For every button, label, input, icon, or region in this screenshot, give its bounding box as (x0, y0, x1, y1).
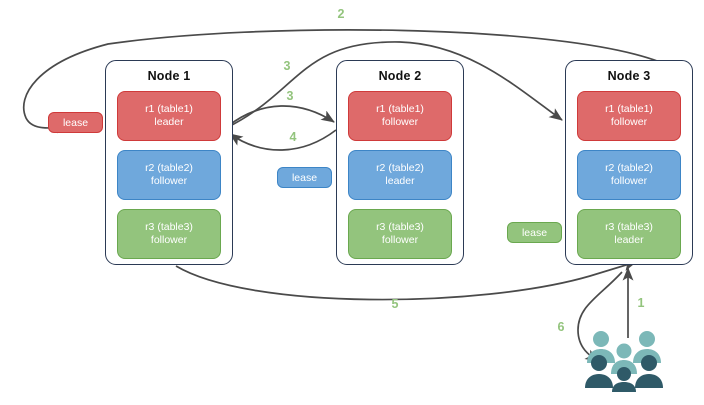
node-3-replica-r3[interactable]: r3 (table3) leader (577, 209, 681, 259)
node-2-replica-r2[interactable]: r2 (table2) leader (348, 150, 452, 200)
step-label-6: 6 (557, 320, 565, 334)
edge-3-node1-to-node2 (227, 105, 335, 127)
replica-name: r3 (table3) (376, 220, 424, 233)
lease-chip-green[interactable]: lease (507, 222, 562, 243)
replica-name: r1 (table1) (145, 102, 193, 115)
node-1-title: Node 1 (147, 69, 191, 83)
replica-role: follower (610, 116, 648, 128)
edge-3-node1-to-node3 (225, 41, 563, 129)
lease-chip-blue[interactable]: lease (277, 167, 332, 188)
replica-name: r2 (table2) (145, 161, 193, 174)
replica-name: r1 (table1) (376, 102, 424, 115)
node-3-replicas: r1 (table1) follower r2 (table2) followe… (577, 91, 681, 268)
node-3-title: Node 3 (607, 69, 651, 83)
node-2-replica-r3[interactable]: r3 (table3) follower (348, 209, 452, 259)
step-label-3b: 3 (286, 89, 294, 103)
edge-4-node2-to-node1 (229, 129, 337, 151)
node-1-replica-r1[interactable]: r1 (table1) leader (117, 91, 221, 141)
replica-role: follower (150, 175, 188, 187)
node-1-replica-r3[interactable]: r3 (table3) follower (117, 209, 221, 259)
replica-name: r3 (table3) (605, 220, 653, 233)
node-2-replica-r1[interactable]: r1 (table1) follower (348, 91, 452, 141)
edge-2-lease-transfer (22, 29, 661, 134)
replica-role: leader (385, 175, 415, 187)
node-2-container[interactable]: Node 2 r1 (table1) follower r2 (table2) … (336, 60, 464, 265)
users-group-icon (585, 331, 663, 392)
replica-role: leader (614, 234, 644, 246)
replica-role: follower (150, 234, 188, 246)
step-label-3a: 3 (283, 59, 291, 73)
replica-role: follower (381, 116, 419, 128)
node-2-replicas: r1 (table1) follower r2 (table2) leader … (348, 91, 452, 268)
node-1-container[interactable]: Node 1 r1 (table1) leader r2 (table2) fo… (105, 60, 233, 265)
replica-name: r2 (table2) (605, 161, 653, 174)
step-label-2: 2 (337, 7, 345, 21)
node-1-replicas: r1 (table1) leader r2 (table2) follower … (117, 91, 221, 268)
replica-role: follower (381, 234, 419, 246)
step-label-5: 5 (391, 297, 399, 311)
replica-role: leader (154, 116, 184, 128)
node-3-replica-r2[interactable]: r2 (table2) follower (577, 150, 681, 200)
step-label-1: 1 (637, 296, 645, 310)
replica-name: r1 (table1) (605, 102, 653, 115)
node-1-replica-r2[interactable]: r2 (table2) follower (117, 150, 221, 200)
replica-role: follower (610, 175, 648, 187)
node-2-title: Node 2 (378, 69, 422, 83)
node-3-replica-r1[interactable]: r1 (table1) follower (577, 91, 681, 141)
users-front-row (585, 355, 663, 392)
edge-5-node1-to-node3 (175, 260, 637, 301)
step-label-4: 4 (289, 130, 297, 144)
replica-name: r3 (table3) (145, 220, 193, 233)
node-3-container[interactable]: Node 3 r1 (table1) follower r2 (table2) … (565, 60, 693, 265)
replica-name: r2 (table2) (376, 161, 424, 174)
lease-chip-red[interactable]: lease (48, 112, 103, 133)
